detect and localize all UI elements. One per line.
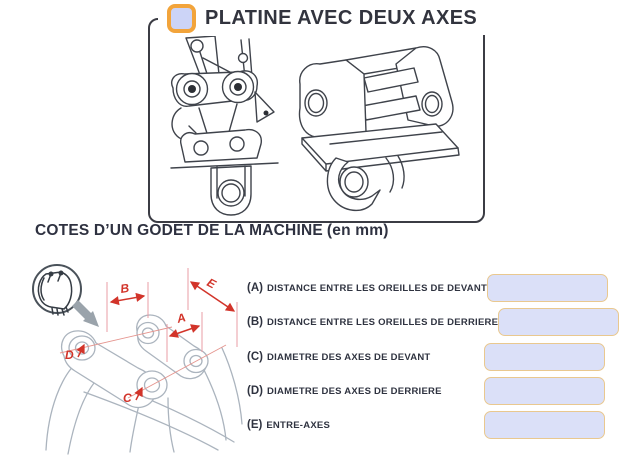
platine-isometric-drawing bbox=[298, 46, 460, 211]
input-dim-e[interactable] bbox=[484, 411, 605, 439]
platine-panel bbox=[148, 18, 485, 223]
form-row-b: (B) DISTANCE ENTRE LES OREILLES DE DERRI… bbox=[247, 307, 620, 337]
input-dim-a[interactable] bbox=[487, 274, 608, 302]
row-text-a: DISTANCE ENTRE LES OREILLES DE DEVANT bbox=[266, 282, 487, 294]
input-dim-b[interactable] bbox=[498, 308, 620, 336]
mini-bucket-icon bbox=[37, 270, 73, 316]
bucket-lugs-art bbox=[61, 314, 209, 409]
row-text-b: DISTANCE ENTRE LES OREILLES DE DERRIERE bbox=[266, 316, 499, 328]
dim-label-e: E bbox=[205, 275, 220, 292]
row-label-d: (D) DIAMETRE DES AXES DE DERRIERE bbox=[247, 385, 442, 397]
row-label-c: (C) DIAMETRE DES AXES DE DEVANT bbox=[247, 351, 431, 363]
row-text-e: ENTRE-AXES bbox=[266, 419, 331, 431]
dimension-arrow-e: E bbox=[187, 268, 238, 347]
row-text-c: DIAMETRE DES AXES DE DEVANT bbox=[266, 351, 431, 363]
input-dim-c[interactable] bbox=[484, 343, 605, 371]
section-heading: COTES D’UN GODET DE LA MACHINE(en mm) bbox=[35, 222, 389, 240]
input-dim-d[interactable] bbox=[484, 377, 605, 405]
panel-title: PLATINE AVEC DEUX AXES bbox=[205, 7, 478, 29]
row-prefix-c: (C) bbox=[247, 351, 263, 363]
row-label-a: (A) DISTANCE ENTRE LES OREILLES DE DEVAN… bbox=[247, 282, 487, 294]
row-text-d: DIAMETRE DES AXES DE DERRIERE bbox=[266, 385, 442, 397]
dim-label-d: D bbox=[65, 348, 74, 362]
row-prefix-a: (A) bbox=[247, 282, 263, 294]
row-prefix-d: (D) bbox=[247, 385, 263, 397]
dimension-arrow-a: A bbox=[166, 310, 203, 362]
platine-base-art bbox=[301, 123, 460, 172]
platine-frame-art bbox=[298, 46, 454, 148]
dim-label-c: C bbox=[123, 391, 132, 405]
dimension-arrow-b: B bbox=[106, 281, 149, 332]
excavator-arm-coupler-drawing bbox=[170, 36, 279, 216]
dimension-label-c: C bbox=[123, 386, 143, 405]
row-label-b: (B) DISTANCE ENTRE LES OREILLES DE DERRI… bbox=[247, 316, 498, 328]
dim-label-a: A bbox=[174, 310, 187, 326]
section-heading-unit: (en mm) bbox=[326, 222, 389, 239]
pointer-arrow-icon bbox=[72, 300, 99, 327]
form-row-c: (C) DIAMETRE DES AXES DE DEVANT bbox=[247, 342, 605, 372]
section-heading-text: COTES D’UN GODET DE LA MACHINE bbox=[35, 222, 323, 239]
panel-header: PLATINE AVEC DEUX AXES bbox=[158, 2, 487, 35]
platine-shackle-art bbox=[326, 155, 405, 211]
row-prefix-b: (B) bbox=[247, 316, 263, 328]
dimension-label-d: D bbox=[65, 343, 85, 362]
form-row-e: (E) ENTRE-AXES bbox=[247, 410, 605, 440]
row-label-e: (E) ENTRE-AXES bbox=[247, 419, 330, 431]
dim-label-b: B bbox=[119, 281, 130, 296]
form-row-d: (D) DIAMETRE DES AXES DE DERRIERE bbox=[247, 376, 605, 406]
platine-checkbox[interactable] bbox=[167, 4, 196, 33]
form-row-a: (A) DISTANCE ENTRE LES OREILLES DE DEVAN… bbox=[247, 273, 608, 303]
bucket-dimensions-diagram: B E A D C bbox=[32, 264, 243, 455]
row-prefix-e: (E) bbox=[247, 419, 263, 431]
coupler-art bbox=[171, 70, 275, 147]
lower-bracket-art bbox=[170, 128, 279, 216]
bucket-inset bbox=[32, 264, 99, 327]
